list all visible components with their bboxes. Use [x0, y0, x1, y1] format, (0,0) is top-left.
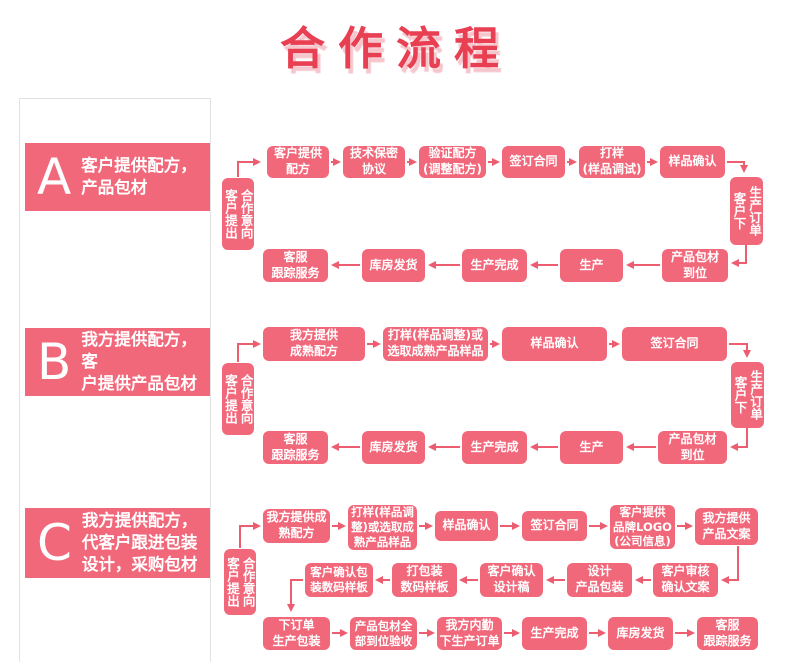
section-b-letter: B [37, 332, 72, 391]
flow-box: 生产完成 [522, 617, 587, 650]
flow-box: 技术保密 协议 [343, 146, 405, 178]
flow-box: 我方提供 产品文案 [695, 508, 758, 545]
section-c-header: C 我方提供配方， 代客户跟进包装 设计，采购包材 [25, 508, 210, 578]
arrow [730, 428, 748, 451]
flow-box: 验证配方 (调整配方) [419, 146, 486, 178]
arrow [287, 579, 303, 612]
flow-box: 我方提供成 熟配方 [263, 509, 330, 543]
flow-box: 打样(样品调整)或 选取成熟产品样品 [383, 327, 488, 361]
flow-box-b-order: 客户下 生产订单 [731, 362, 764, 428]
flow-box: 客户确认 设计稿 [480, 563, 543, 597]
flow-box: 生产 [560, 431, 623, 464]
section-a-header: A 客户提供配方， 产品包材 [25, 143, 210, 211]
flow-box: 产品包材 到位 [662, 249, 728, 282]
page-title: 合作流程 [279, 22, 512, 75]
arrow [237, 340, 261, 362]
flow-box: 我方提供 成熟配方 [263, 327, 365, 361]
arrow [727, 161, 748, 173]
section-b-header: B 我方提供配方，客 户提供产品包材 [25, 328, 210, 396]
flow-box: 设计 产品包装 [567, 563, 632, 597]
flow-box: 签订合同 [502, 146, 565, 178]
flow-box: 产品包材 到位 [658, 431, 727, 464]
flow-box: 样品确认 [660, 146, 725, 178]
flow-box: 产品包材全 部到位验收 [350, 617, 417, 650]
section-a-letter: A [37, 147, 72, 206]
flow-box: 我方内勤 下生产订单 [437, 617, 502, 650]
flow-box: 客服 跟踪服务 [263, 249, 328, 282]
flow-box: 生产 [560, 249, 623, 282]
flow-box: 库房发货 [362, 249, 425, 282]
flow-box-a-start: 客户提出 合作意向 [222, 178, 254, 250]
section-c-letter: C [37, 513, 72, 572]
flow-box: 客户审核 确认文案 [653, 563, 718, 597]
divider-top [19, 98, 211, 99]
arrow [721, 546, 739, 584]
arrow [239, 522, 261, 548]
flow-box: 签订合同 [622, 327, 727, 361]
flow-box: 客户提供 配方 [267, 146, 329, 178]
flow-box: 样品确认 [502, 327, 607, 361]
flow-box: 打样 (样品调试) [579, 146, 645, 178]
flow-box: 库房发货 [362, 431, 425, 464]
divider-left [19, 98, 20, 662]
flow-box: 打包装 数码样板 [392, 563, 457, 597]
flow-box: 客服 跟踪服务 [697, 617, 758, 650]
flow-box: 样品确认 [435, 511, 498, 541]
flow-box: 客服 跟踪服务 [263, 431, 328, 464]
arrow [731, 245, 747, 267]
divider-column [210, 98, 211, 662]
flow-box: 生产完成 [462, 431, 527, 464]
flow-box: 客户提供 品牌LOGO (公司信息) [610, 505, 675, 549]
flow-box-a-order: 客户下 生产订单 [730, 177, 763, 245]
flow-box: 下订单 生产包装 [263, 617, 330, 650]
flow-box: 签订合同 [522, 511, 587, 541]
flow-box: 打样(样品调 整)或选取成 熟产品样品 [348, 505, 417, 550]
arrow [729, 343, 751, 358]
flow-box: 库房发货 [608, 617, 673, 650]
section-b-heading: 我方提供配方，客 户提供产品包材 [81, 330, 197, 393]
section-c-heading: 我方提供配方， 代客户跟进包装 设计，采购包材 [81, 511, 198, 574]
flow-box-c-start: 客户提出 合作意向 [224, 549, 256, 615]
section-a-heading: 客户提供配方， 产品包材 [81, 156, 197, 197]
arrow [237, 158, 261, 177]
flow-box: 客户确认包 装数码样板 [305, 563, 373, 597]
flow-box-b-start: 客户提出 合作意向 [222, 363, 254, 435]
flow-box: 生产完成 [462, 249, 527, 282]
